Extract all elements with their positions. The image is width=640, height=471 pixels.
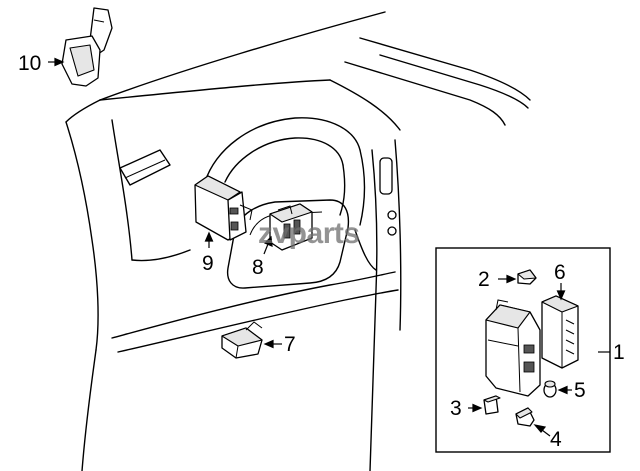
part-10-bracket [61,7,113,87]
callout-4: 4 [550,428,562,451]
arrow-5 [557,385,568,395]
arrow-10 [54,57,65,67]
callout-8: 8 [252,256,264,279]
part-8-module [269,203,313,251]
detail-box [435,247,611,453]
part-5-grommet [543,380,557,398]
arrow-2 [506,274,517,284]
arrow-7 [263,339,274,349]
part-7-clip [221,321,263,359]
callout-labels: 10 9 8 7 2 6 5 3 4 1 [18,52,625,451]
part-6-ecu [541,295,579,369]
watermark-text: zvparts [258,217,360,250]
callout-9: 9 [202,252,214,275]
part-2-cover [517,269,537,285]
callout-7: 7 [284,333,296,356]
callout-2: 2 [478,268,490,291]
arrow-3 [472,403,483,413]
leader-lines [48,57,610,437]
callout-5: 5 [574,379,586,402]
knob-lower [387,226,397,236]
part-3-clip [483,395,501,415]
callout-3: 3 [450,397,462,420]
part-9-module [194,175,253,241]
callout-1: 1 [613,341,625,364]
knob-upper [387,210,397,220]
callout-10: 10 [18,52,41,75]
callout-6: 6 [554,261,566,284]
switch-bezel [379,157,393,195]
arrow-6 [556,290,566,301]
part-4-clip [515,407,535,427]
part-1-body-ecu [485,299,541,397]
arrow-4 [533,424,547,433]
arrow-9 [204,231,214,242]
arrow-8 [263,235,273,247]
instrument-panel-outline [65,11,531,471]
